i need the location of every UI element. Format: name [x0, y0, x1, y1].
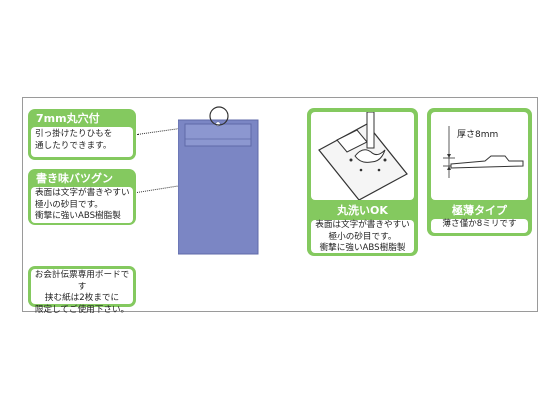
feature-thin-line-1: 薄さ僅か8ミリです: [442, 219, 517, 229]
feature-thin-image-box: 厚さ8mm: [431, 112, 528, 200]
callout-writing-line-2: 極小の砂目です。: [35, 199, 103, 210]
feature-washable-text: 表面は文字が書きやすい 極小の砂目です。 衝撃に強いABS樹脂製: [311, 220, 414, 253]
feature-washable: 丸洗いOK 表面は文字が書きやすい 極小の砂目です。 衝撃に強いABS樹脂製: [307, 108, 418, 256]
washable-illustration: [318, 112, 408, 200]
feature-thin-title: 極薄タイプ: [452, 204, 507, 217]
callout-writing-text: 表面は文字が書きやすい 極小の砂目です。 衝撃に強いABS樹脂製: [31, 187, 133, 223]
feature-washable-line-2: 極小の砂目です。: [328, 231, 397, 242]
callout-hole: 7mm丸穴付 引っ掛けたりひもを 通したりできます。: [28, 109, 136, 160]
callout-hole-text: 引っ掛けたりひもを 通したりできます。: [31, 127, 133, 157]
callout-writing: 書き味バツグン 表面は文字が書きやすい 極小の砂目です。 衝撃に強いABS樹脂製: [28, 169, 136, 225]
callout-hole-line-1: 引っ掛けたりひもを: [35, 129, 113, 139]
callout-hole-title: 7mm丸穴付: [36, 112, 100, 125]
callout-writing-title: 書き味バツグン: [36, 172, 113, 185]
usage-note-text: お会計伝票専用ボードです 挟む紙は2枚までに 限定してご使用下さい。: [31, 269, 133, 315]
callout-writing-line-1: 表面は文字が書きやすい: [35, 188, 130, 198]
feature-thin-text: 薄さ僅か8ミリです: [431, 219, 528, 233]
thickness-label: 厚さ8mm: [457, 130, 499, 140]
feature-washable-line-3: 衝撃に強いABS樹脂製: [319, 243, 406, 253]
usage-note: お会計伝票専用ボードです 挟む紙は2枚までに 限定してご使用下さい。: [28, 266, 136, 315]
usage-note-line-2: 挟む紙は2枚までに: [44, 293, 120, 303]
feature-washable-title: 丸洗いOK: [337, 204, 388, 217]
feature-washable-image-box: [311, 112, 414, 200]
callout-writing-line-3: 衝撃に強いABS樹脂製: [35, 211, 121, 221]
usage-note-line-3: 限定してご使用下さい。: [34, 304, 130, 315]
feature-washable-line-1: 表面は文字が書きやすい: [315, 220, 410, 230]
clipboard-illustration: [178, 106, 259, 255]
callout-hole-line-2: 通したりできます。: [35, 140, 112, 151]
usage-note-line-1: お会計伝票専用ボードです: [34, 270, 130, 292]
thickness-illustration: [443, 126, 524, 178]
feature-thin: 厚さ8mm 極薄タイプ 薄さ僅か8ミリです: [427, 108, 532, 236]
